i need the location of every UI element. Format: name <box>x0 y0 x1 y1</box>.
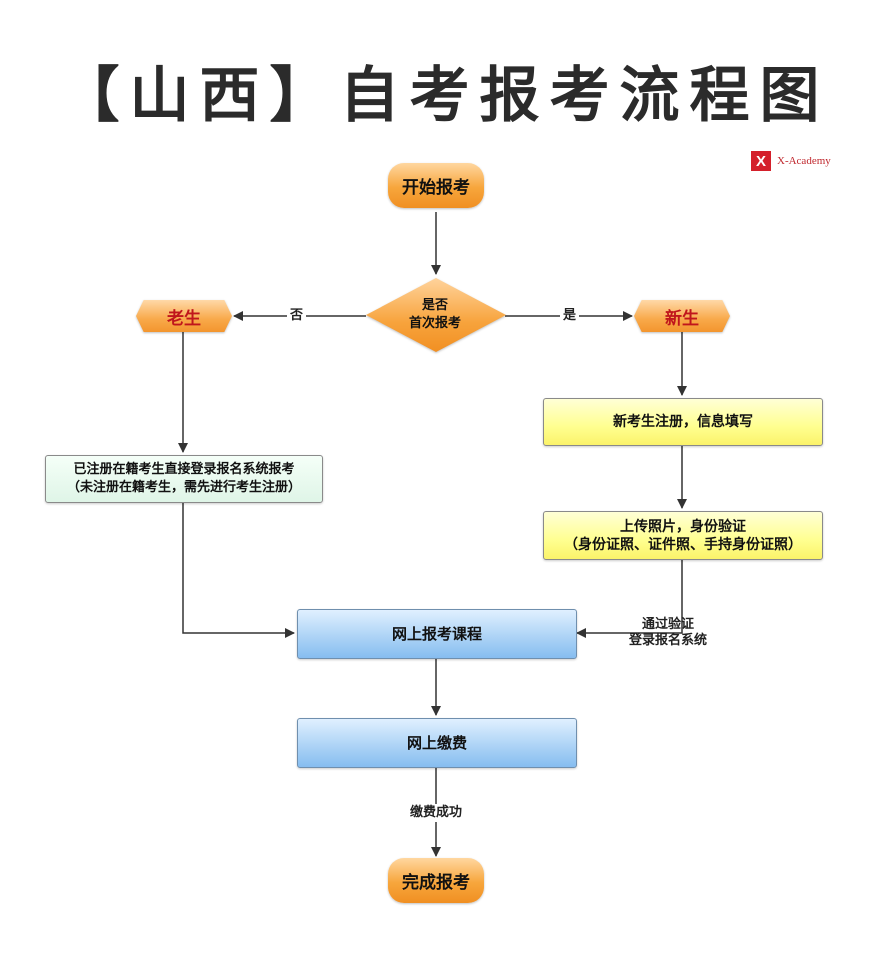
verify-line-2: 登录报名系统 <box>628 633 707 648</box>
edge-label-verify: 通过验证 登录报名系统 <box>618 617 718 649</box>
finish-node: 完成报考 <box>388 858 484 903</box>
edge-label-paid: 缴费成功 <box>396 804 476 822</box>
decision-text: 是否 首次报考 <box>367 297 503 333</box>
new-student-node: 新生 <box>634 300 730 332</box>
upload-line-2: （身份证照、证件照、手持身份证照） <box>564 536 802 553</box>
decision-line-2: 首次报考 <box>408 316 461 331</box>
upload-line-1: 上传照片，身份验证 <box>620 518 746 535</box>
new-student-label: 新生 <box>634 300 730 332</box>
edge-label-no: 否 <box>287 308 307 324</box>
course-text: 网上报考课程 <box>391 625 482 643</box>
old-login-line-1: 已注册在籍考生直接登录报名系统报考 <box>73 462 295 477</box>
edge-login-course <box>182 503 295 638</box>
register-text: 新考生注册，信息填写 <box>613 414 753 430</box>
old-login-line-2: （未注册在籍考生，需先进行考生注册） <box>66 480 301 495</box>
start-node: 开始报考 <box>388 163 484 208</box>
course-node: 网上报考课程 <box>297 609 577 659</box>
pay-text: 网上缴费 <box>406 734 467 752</box>
decision-line-1: 是否 <box>421 298 448 313</box>
old-student-label: 老生 <box>136 300 232 332</box>
register-node: 新考生注册，信息填写 <box>543 398 823 446</box>
upload-node: 上传照片，身份验证 （身份证照、证件照、手持身份证照） <box>543 511 823 560</box>
x-academy-logo: X X-Academy <box>751 151 831 171</box>
pay-node: 网上缴费 <box>297 718 577 768</box>
verify-line-1: 通过验证 <box>641 617 694 632</box>
logo-text: X-Academy <box>777 155 831 167</box>
decision-node <box>366 278 506 352</box>
edge-upload-course <box>576 560 683 638</box>
edge-label-yes: 是 <box>560 308 580 324</box>
page-title: 【山西】自考报考流程图 <box>59 61 830 131</box>
x-logo-icon: X <box>751 151 771 171</box>
old-login-node: 已注册在籍考生直接登录报名系统报考 （未注册在籍考生，需先进行考生注册） <box>45 455 323 503</box>
old-student-node: 老生 <box>136 300 232 332</box>
